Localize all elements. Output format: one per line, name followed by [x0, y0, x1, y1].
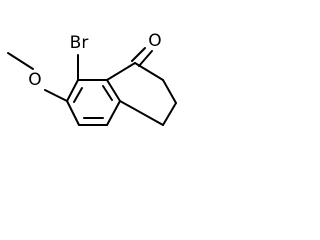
bond-c8-c7-inner: [73, 87, 83, 103]
bond-c4a-c8a: [106, 79, 121, 102]
bond-c1-o-a: [131, 47, 146, 62]
bromine-label: Br: [70, 33, 89, 53]
bond-c2-c3: [162, 79, 177, 104]
ether-oxygen-label: O: [28, 70, 41, 90]
bond-o-ch3: [7, 52, 34, 70]
bond-c4-c4a: [119, 100, 164, 126]
chemical-structure: Br O O: [7, 31, 177, 126]
bond-c5-c4a: [106, 100, 121, 126]
bond-c8a-c1: [106, 62, 136, 81]
bond-c7-c6: [66, 100, 80, 126]
bond-c3-c4: [162, 102, 177, 126]
carbonyl-oxygen-label: O: [148, 31, 161, 51]
bond-c1-o-b: [138, 50, 153, 67]
bond-c8-c7: [66, 79, 79, 102]
bond-c4a-c8a-inner: [102, 85, 113, 101]
bond-c7-o: [44, 89, 68, 102]
